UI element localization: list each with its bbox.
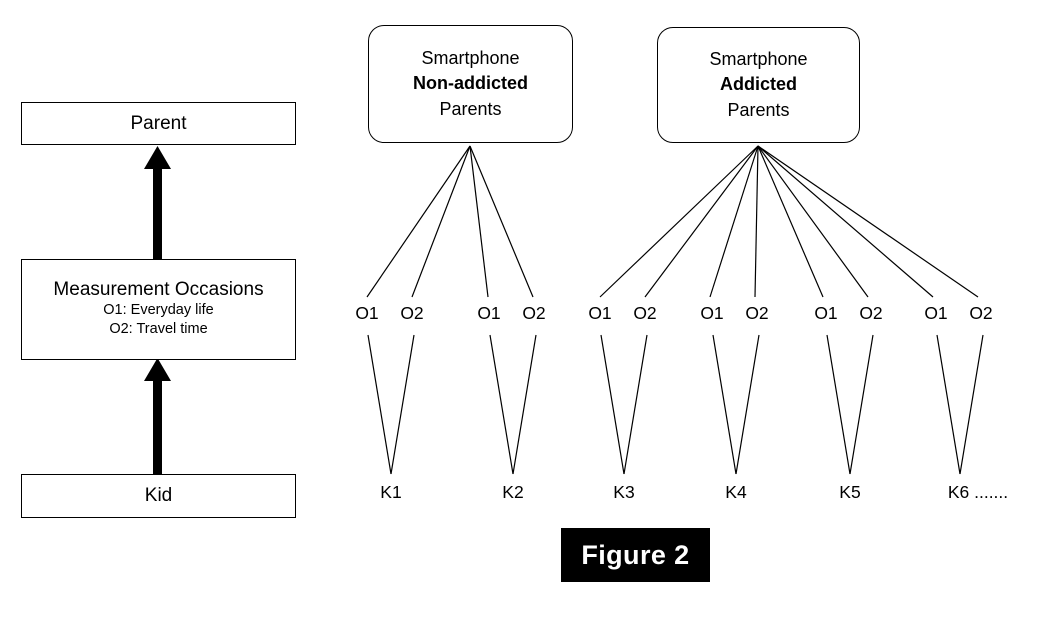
occasion-label-k4-o1: O1 [700, 303, 724, 323]
fan-line-addicted-2 [644, 145, 759, 298]
fan-line-nonaddicted-2 [411, 145, 471, 298]
fan-line-addicted-3 [709, 145, 759, 298]
occasion-label-k5-o1: O1 [814, 303, 838, 323]
occasion-label-k6-o2: O2 [969, 303, 993, 323]
level-title-kid: Kid [144, 485, 173, 507]
figure-caption: Figure 2 [561, 528, 710, 582]
occasion-label-k2-o2: O2 [522, 303, 546, 323]
level-sub-o1: O1: Everyday life [103, 302, 214, 319]
fan-line-nonaddicted-1 [366, 145, 471, 298]
fan-line-nonaddicted-4 [469, 145, 534, 298]
v-line-k2-o1 [489, 334, 514, 475]
v-line-k4-o1 [712, 334, 737, 475]
v-line-k2-o2 [512, 334, 537, 475]
occasion-label-k2-o1: O1 [477, 303, 501, 323]
level-box-kid: Kid [21, 474, 296, 518]
v-line-k3-o2 [623, 334, 648, 475]
group-line-addicted: Addicted [719, 74, 797, 95]
kid-label-k6: K6 ....... [947, 482, 1009, 502]
occasion-label-k5-o2: O2 [859, 303, 883, 323]
level-title-parent: Parent [130, 112, 187, 134]
occasion-label-k3-o2: O2 [633, 303, 657, 323]
kid-label-k2: K2 [502, 482, 524, 502]
group-line-smartphone: Smartphone [709, 48, 808, 69]
occasion-label-k4-o2: O2 [745, 303, 769, 323]
occasion-label-k1-o1: O1 [355, 303, 379, 323]
fan-line-addicted-1 [599, 145, 759, 298]
v-line-k5-o1 [826, 334, 851, 475]
kid-label-k3: K3 [613, 482, 635, 502]
fan-line-addicted-6 [757, 145, 869, 298]
arrow-occasions-to-parent [144, 146, 171, 259]
v-line-k4-o2 [735, 334, 760, 475]
v-line-k3-o1 [600, 334, 625, 475]
v-line-k5-o2 [849, 334, 874, 475]
fan-line-addicted-8 [757, 145, 979, 298]
group-line-smartphone: Smartphone [421, 47, 520, 68]
group-line-parents: Parents [727, 99, 790, 120]
arrow-kid-to-occasions [144, 358, 171, 474]
occasion-label-k6-o1: O1 [924, 303, 948, 323]
level-title-measurement-occasions: Measurement Occasions [53, 279, 264, 301]
level-box-measurement-occasions: Measurement Occasions O1: Everyday life … [21, 259, 296, 360]
fan-line-addicted-4 [754, 145, 759, 298]
group-box-addicted-parents: Smartphone Addicted Parents [657, 27, 860, 143]
v-line-k6-o2 [959, 334, 984, 475]
kid-label-k4: K4 [725, 482, 747, 502]
occasion-label-k3-o1: O1 [588, 303, 612, 323]
group-line-parents: Parents [439, 98, 502, 119]
v-line-k6-o1 [936, 334, 961, 475]
fan-line-addicted-7 [757, 145, 934, 298]
v-line-k1-o1 [367, 334, 392, 475]
group-box-non-addicted-parents: Smartphone Non-addicted Parents [368, 25, 573, 143]
level-sub-o2: O2: Travel time [109, 321, 208, 338]
occasion-label-k1-o2: O2 [400, 303, 424, 323]
v-line-k1-o2 [390, 334, 415, 475]
fan-line-nonaddicted-3 [469, 145, 489, 298]
fan-line-addicted-5 [757, 145, 824, 298]
kid-label-k5: K5 [839, 482, 861, 502]
group-line-non-addicted: Non-addicted [413, 73, 528, 94]
level-box-parent: Parent [21, 102, 296, 145]
kid-label-k1: K1 [380, 482, 402, 502]
